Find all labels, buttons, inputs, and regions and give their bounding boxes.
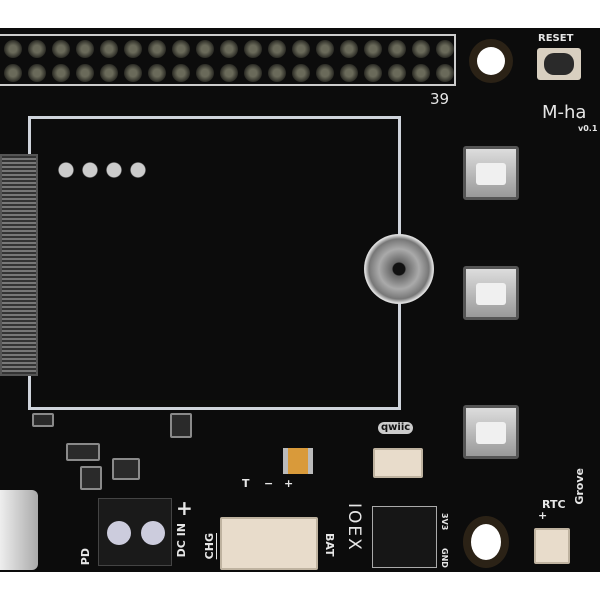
bat-pin-t: T bbox=[242, 477, 250, 490]
header-pin bbox=[292, 40, 310, 58]
3v3-label: 3V3 bbox=[440, 513, 449, 531]
grove-label: Grove bbox=[573, 468, 586, 505]
reset-label: RESET bbox=[538, 33, 574, 44]
header-pin bbox=[172, 64, 190, 82]
header-pin bbox=[316, 40, 334, 58]
component bbox=[170, 413, 192, 438]
battery-clip bbox=[463, 146, 519, 200]
component bbox=[66, 443, 100, 461]
header-pin bbox=[388, 40, 406, 58]
gpio-header bbox=[0, 34, 456, 86]
bat-pin-plus: + bbox=[284, 477, 294, 490]
header-pin bbox=[4, 40, 22, 58]
dc-in-label: DC IN bbox=[175, 523, 188, 558]
header-pin bbox=[4, 64, 22, 82]
header-pin bbox=[196, 40, 214, 58]
header-pin bbox=[124, 40, 142, 58]
header-pin bbox=[220, 40, 238, 58]
header-pin bbox=[28, 40, 46, 58]
header-pin bbox=[220, 64, 238, 82]
component bbox=[112, 458, 140, 480]
header-pin bbox=[28, 64, 46, 82]
header-pin bbox=[316, 64, 334, 82]
battery-clip bbox=[463, 405, 519, 459]
header-pin bbox=[412, 64, 430, 82]
header-pin bbox=[364, 64, 382, 82]
screw-icon bbox=[107, 521, 131, 545]
header-pin bbox=[436, 40, 454, 58]
header-pin bbox=[340, 40, 358, 58]
header-pin bbox=[124, 64, 142, 82]
pin-number-label: 39 bbox=[430, 90, 450, 108]
battery-connector[interactable] bbox=[220, 517, 318, 570]
header-pin bbox=[76, 64, 94, 82]
header-pin bbox=[196, 64, 214, 82]
header-pin bbox=[52, 40, 70, 58]
header-pin bbox=[148, 64, 166, 82]
bat-label: BAT bbox=[323, 533, 336, 557]
battery-clip bbox=[463, 266, 519, 320]
component bbox=[80, 466, 102, 490]
dc-in-terminal-block[interactable] bbox=[98, 498, 172, 566]
header-pin bbox=[148, 40, 166, 58]
header-pin bbox=[436, 64, 454, 82]
plus-label: + bbox=[176, 496, 193, 520]
header-pin bbox=[364, 40, 382, 58]
led-dots bbox=[54, 160, 149, 180]
chg-label: CHG bbox=[203, 533, 216, 560]
rtc-connector[interactable] bbox=[534, 528, 570, 564]
rtc-label: RTC bbox=[542, 498, 566, 511]
header-pin bbox=[100, 40, 118, 58]
header-pin bbox=[268, 40, 286, 58]
header-pin bbox=[340, 64, 358, 82]
board-name: M-ha bbox=[542, 102, 587, 123]
header-pin bbox=[100, 64, 118, 82]
qwiic-connector[interactable] bbox=[373, 448, 423, 478]
tantalum-capacitor bbox=[283, 448, 313, 474]
ioex-label: IOEX bbox=[344, 503, 364, 552]
screw-icon bbox=[141, 521, 165, 545]
usb-c-port[interactable] bbox=[0, 490, 38, 570]
qwiic-label: qwiic bbox=[378, 422, 414, 434]
version-label: v0.1 bbox=[578, 124, 598, 133]
bat-pin-minus: − bbox=[264, 477, 274, 490]
m2-connector bbox=[0, 154, 38, 376]
gnd-label: GND bbox=[440, 548, 449, 568]
mounting-hole bbox=[477, 47, 505, 75]
header-pin bbox=[388, 64, 406, 82]
header-pin bbox=[172, 40, 190, 58]
component bbox=[32, 413, 54, 427]
header-pin bbox=[244, 64, 262, 82]
header-pin bbox=[244, 40, 262, 58]
header-pin bbox=[268, 64, 286, 82]
reset-button[interactable] bbox=[537, 48, 581, 80]
pcb-board: 39 RESET M-ha v0.1 qwiic PD + DC IN CHG … bbox=[0, 28, 600, 572]
ioex-header[interactable] bbox=[372, 506, 437, 568]
header-pin bbox=[412, 40, 430, 58]
rtc-plus-label: + bbox=[538, 509, 548, 522]
screw-icon bbox=[364, 234, 434, 304]
mounting-hole bbox=[471, 524, 501, 560]
header-pin bbox=[52, 64, 70, 82]
header-pin bbox=[292, 64, 310, 82]
pd-label: PD bbox=[79, 548, 92, 566]
header-pin bbox=[76, 40, 94, 58]
